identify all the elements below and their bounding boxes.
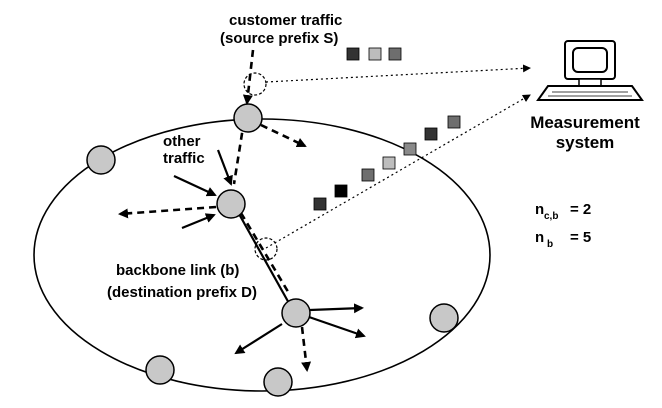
dashed-arrow-core-left	[118, 205, 217, 219]
packet-stream-customer	[346, 47, 402, 61]
ncb-symbol: n	[535, 201, 544, 218]
router-node-bottom-center	[263, 367, 293, 397]
packet	[382, 156, 396, 170]
dashed-path-top-to-core	[232, 120, 246, 185]
destination-prefix-label: (destination prefix D)	[107, 284, 257, 301]
dashed-path-core-to-bottom	[239, 212, 292, 296]
packet	[447, 115, 461, 129]
measurement-point-customer	[243, 72, 267, 96]
export-line-customer	[265, 64, 531, 83]
packet	[403, 142, 417, 156]
packet	[313, 197, 327, 211]
router-node-left	[86, 145, 116, 175]
dashed-arrow-top-node	[260, 123, 307, 148]
router-node-bottom	[281, 298, 311, 328]
export-line-backbone	[265, 94, 531, 249]
out-arrow-bottom-3	[309, 303, 364, 314]
backbone-link-line	[233, 204, 291, 306]
computer-icon	[536, 40, 644, 101]
router-node-top	[233, 103, 263, 133]
customer-traffic-arrow	[242, 49, 255, 105]
router-node-bottom-left	[145, 355, 175, 385]
nb-symbol: n	[535, 229, 544, 246]
packet	[368, 47, 382, 61]
ncb-subscript: c,b	[544, 211, 558, 222]
packet	[388, 47, 402, 61]
nb-subscript: b	[547, 239, 553, 250]
other-traffic-arrow-1	[173, 175, 217, 197]
nb-value: = 5	[570, 229, 591, 246]
other-traffic-arrow-3	[216, 149, 233, 186]
packet	[334, 184, 348, 198]
other-traffic-label-line1: other	[163, 133, 201, 150]
source-prefix-label: (source prefix S)	[220, 30, 338, 47]
out-arrow-bottom-1	[234, 323, 283, 355]
ncb-value: = 2	[570, 201, 591, 218]
customer-traffic-label: customer traffic	[229, 12, 342, 29]
router-node-core	[216, 189, 246, 219]
packet-stream-backbone	[313, 115, 461, 211]
packet	[424, 127, 438, 141]
measurement-system-title: Measurement	[530, 113, 640, 132]
packet	[346, 47, 360, 61]
backbone-link-label: backbone link (b)	[116, 262, 239, 279]
packet	[361, 168, 375, 182]
router-nodes	[86, 103, 459, 397]
out-arrow-bottom-2	[308, 315, 366, 339]
out-arrow-bottom-dashed	[300, 326, 312, 372]
other-traffic-arrow-2	[181, 213, 216, 230]
other-traffic-label-line2: traffic	[163, 150, 205, 167]
router-node-right	[429, 303, 459, 333]
measurement-system-subtitle: system	[556, 133, 615, 152]
